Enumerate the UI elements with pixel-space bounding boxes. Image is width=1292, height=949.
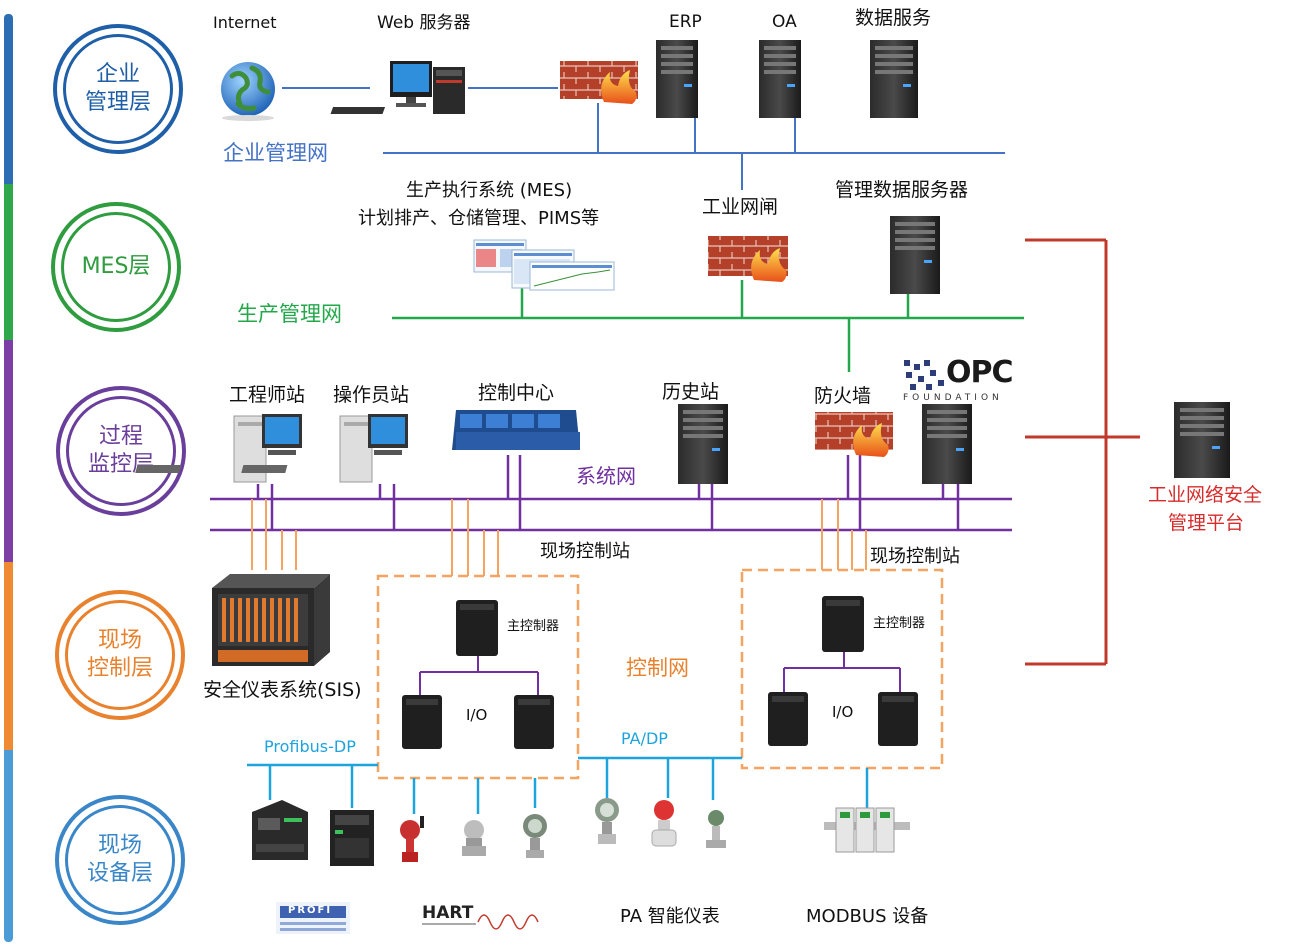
enterprise-firewall-icon (560, 61, 638, 104)
erp-label: ERP (669, 12, 702, 32)
enterprise-network-label: 企业管理网 (223, 141, 328, 165)
system-network-label: 系统网 (576, 464, 636, 488)
process-firewall-label: 防火墙 (814, 385, 872, 407)
history-station-label: 历史站 (662, 381, 720, 403)
pa-instrument-2-icon (651, 800, 677, 847)
mgmt-data-server-icon (890, 216, 940, 294)
profi-logo-text: PROFI (288, 905, 333, 916)
profi-logo-icon (276, 902, 350, 934)
profibus-label: Profibus-DP (264, 737, 356, 756)
profibus-device-2-icon (330, 810, 374, 866)
control-network-inner (419, 652, 901, 695)
mes-system-line1: 生产执行系统 (MES) (406, 180, 573, 201)
web-server-icon (330, 61, 465, 114)
hart-logo-text: HART (422, 903, 474, 923)
io-1-label: I/O (466, 706, 488, 724)
main-controller-1-icon (456, 600, 498, 656)
web-server-label: Web 服务器 (377, 13, 471, 33)
modbus-device-icon (824, 807, 910, 853)
profibus-device-1-icon (252, 800, 308, 860)
layer-bar-control (4, 562, 13, 750)
hart-instrument-1-icon (400, 816, 424, 862)
production-network (392, 280, 1024, 372)
operator-station-label: 操作员站 (333, 384, 410, 406)
layer-label-device: 现场 设备层 (86, 833, 153, 886)
hart-instrument-3-icon (523, 814, 547, 858)
internet-globe-icon (221, 62, 275, 121)
layer-bar-enterprise (4, 14, 13, 184)
oa-label: OA (772, 12, 797, 32)
opc-server-icon (922, 404, 972, 484)
operator-station-icon (241, 414, 408, 483)
engineer-station-label: 工程师站 (229, 384, 306, 406)
layer-bar-process (4, 340, 13, 562)
layer-bar-mes (4, 184, 13, 340)
main-controller-2-icon (822, 596, 864, 652)
security-platform-line2: 管理平台 (1168, 512, 1245, 534)
system-network (210, 455, 1012, 532)
security-platform-line1: 工业网络安全 (1148, 484, 1263, 506)
io-2-label: I/O (832, 703, 854, 721)
enterprise-network (282, 87, 1005, 190)
pa-instrument-1-icon (595, 798, 619, 844)
layer-circle-mes: MES层 (51, 202, 181, 332)
mes-screenshots-icon (473, 239, 615, 291)
io-module-2b-icon (878, 692, 918, 746)
layer-label-control: 现场 控制层 (86, 628, 153, 681)
opc-logo-text: OPC (946, 355, 1014, 390)
mgmt-data-server-label: 管理数据服务器 (835, 179, 969, 201)
erp-server-icon (656, 40, 698, 118)
layer-label-mes: MES层 (81, 254, 151, 279)
oa-server-icon (759, 40, 801, 118)
field-bus-lines (247, 756, 869, 814)
hart-logo-icon (422, 914, 539, 930)
opc-foundation-text: FOUNDATION (903, 393, 1003, 403)
mes-system-line2: 计划排产、仓储管理、PIMS等 (358, 208, 600, 229)
history-station-server-icon (678, 404, 728, 484)
security-platform-server-icon (1174, 402, 1230, 478)
layer-label-enterprise: 企业 管理层 (84, 62, 151, 115)
control-center-label: 控制中心 (478, 382, 555, 404)
field-station-1-label: 现场控制站 (540, 541, 630, 562)
io-module-2a-icon (768, 692, 808, 746)
main-controller-1-label: 主控制器 (507, 619, 560, 634)
industrial-gateway-icon (708, 236, 788, 282)
io-module-1a-icon (402, 695, 442, 749)
pa-dp-label: PA/DP (621, 729, 668, 748)
data-service-server-icon (870, 40, 918, 118)
control-orange-lines (251, 499, 867, 576)
industrial-gateway-label: 工业网闸 (702, 196, 779, 218)
field-station-box-2 (740, 568, 944, 770)
sis-label: 安全仪表系统(SIS) (203, 679, 362, 701)
pa-instrument-3-icon (706, 810, 726, 848)
security-connection-lines (1025, 238, 1140, 666)
modbus-label: MODBUS 设备 (806, 906, 929, 927)
main-controller-2-label: 主控制器 (873, 616, 926, 631)
field-station-2-label: 现场控制站 (870, 546, 960, 567)
io-module-1b-icon (514, 695, 554, 749)
sis-cabinet-icon (212, 574, 330, 666)
hart-instrument-2-icon (462, 820, 486, 856)
internet-label: Internet (213, 13, 277, 32)
layer-circle-control: 现场 控制层 (55, 590, 185, 720)
opc-logo-pattern (904, 360, 944, 390)
control-center-icon (452, 410, 580, 450)
process-firewall-icon (815, 412, 893, 457)
layer-circle-enterprise: 企业 管理层 (53, 24, 183, 154)
production-network-label: 生产管理网 (237, 302, 342, 326)
layer-bar-device (4, 750, 13, 942)
pa-instruments-label: PA 智能仪表 (620, 906, 720, 927)
control-network-label: 控制网 (626, 656, 689, 680)
data-service-label: 数据服务 (855, 7, 932, 29)
layer-circle-device: 现场 设备层 (55, 795, 185, 925)
